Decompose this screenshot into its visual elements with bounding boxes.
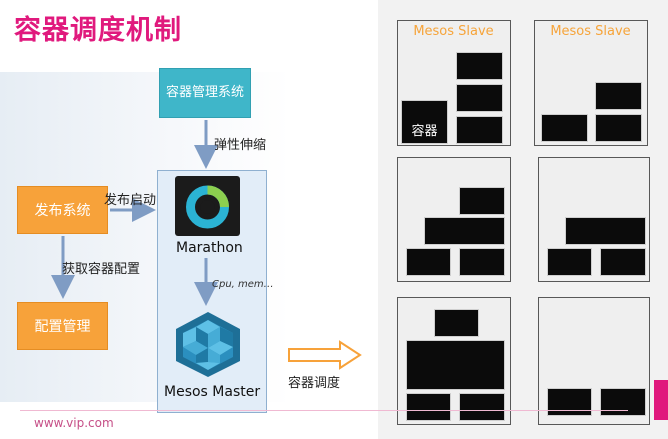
resources-label: Cpu, mem… [212,279,274,290]
marathon-logo [175,176,240,236]
mesos-slave-4 [538,157,650,282]
config-management-label: 配置管理 [34,319,91,335]
container-management-label: 容器管理系统 [166,85,245,100]
mesos-hex-icon [176,312,240,377]
slave-1-title: Mesos Slave [413,24,494,39]
task-block [459,248,505,276]
page-title: 容器调度机制 [14,15,182,46]
task-block [406,340,505,390]
get-config-label: 获取容器配置 [62,262,141,277]
publish-system-label: 发布系统 [34,203,91,219]
task-block [600,388,646,416]
mesos-slave-2: Mesos Slave [534,20,648,146]
task-block [595,82,642,110]
mesos-slave-3 [397,157,511,282]
container-block: 容器 [401,100,448,144]
task-block [406,248,451,276]
task-block [456,52,503,80]
task-block [406,393,451,421]
scheduling-arrow [288,340,362,370]
corner-accent [654,380,668,420]
task-block [565,217,646,245]
mesos-slave-1: Mesos Slave 容器 [397,20,511,146]
marathon-icon [186,185,229,229]
mesos-master-label: Mesos Master [164,384,261,400]
task-block [600,248,646,276]
mesos-logo [172,310,244,378]
task-block [547,248,592,276]
slave-2-title: Mesos Slave [550,24,631,39]
task-block [456,84,503,112]
mesos-slave-6 [538,297,650,425]
footer-url: www.vip.com [34,416,114,430]
task-block [424,217,505,245]
publish-start-label: 发布启动 [104,193,157,208]
config-management-node: 配置管理 [17,302,108,350]
mesos-slave-5 [397,297,511,425]
publish-system-node: 发布系统 [17,186,108,234]
task-block [456,116,503,144]
task-block [547,388,592,416]
task-block [541,114,588,142]
footer-divider [20,410,628,411]
elastic-scaling-label: 弹性伸缩 [214,138,267,153]
container-management-node: 容器管理系统 [159,68,251,118]
task-block [434,309,479,337]
scheduling-label: 容器调度 [288,376,341,391]
container-block-label: 容器 [411,124,438,139]
task-block [459,393,505,421]
task-block [459,187,505,215]
task-block [595,114,642,142]
marathon-label: Marathon [176,240,243,256]
